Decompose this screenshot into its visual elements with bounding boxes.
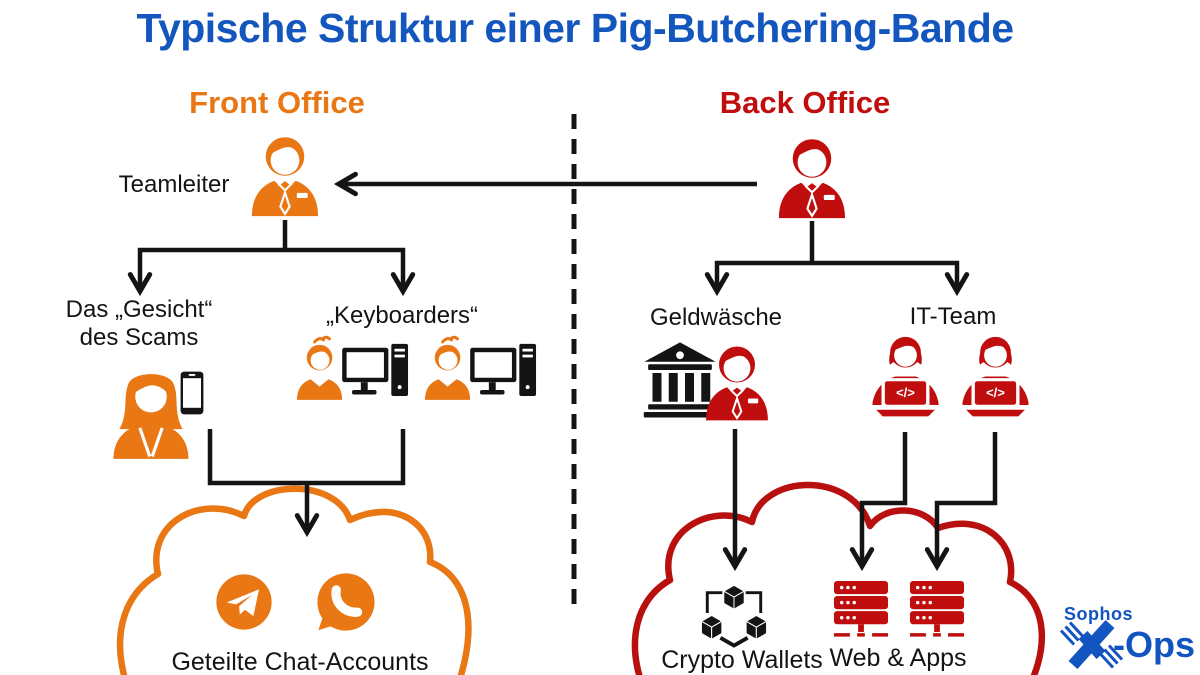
it-team-label: IT-Team xyxy=(909,303,997,330)
keyboarder-workstation-icon xyxy=(295,335,410,402)
teamleiter-label: Teamleiter xyxy=(118,171,230,198)
front-office-heading: Front Office xyxy=(189,85,365,120)
code-glyph: </> xyxy=(986,385,1005,400)
crypto-wallets-label: Crypto Wallets xyxy=(661,646,823,674)
telegram-icon xyxy=(216,574,272,630)
scam-face-label: Das „Gesicht“ des Scams xyxy=(66,296,213,353)
sophos-xops-logo: Sophos -Ops xyxy=(1059,604,1195,670)
keyboarders-label: „Keyboarders“ xyxy=(325,302,479,329)
chat-accounts-label: Geteilte Chat-Accounts xyxy=(171,648,429,675)
x-glyph xyxy=(1059,619,1124,670)
ops-text: -Ops xyxy=(1113,624,1195,665)
whatsapp-icon xyxy=(317,573,374,630)
sophos-brand-text: Sophos xyxy=(1064,604,1133,624)
keyboarder-workstation-icon xyxy=(423,335,538,402)
bank-icon xyxy=(643,342,717,418)
page-title: Typische Struktur einer Pig-Butchering-B… xyxy=(136,5,1014,51)
code-glyph: </> xyxy=(896,385,915,400)
arrow-it2-to-server xyxy=(924,432,998,572)
boss-businessman-icon xyxy=(777,138,847,220)
scam-face-woman-icon xyxy=(111,372,191,461)
chat-accounts-cloud xyxy=(116,485,472,675)
developer-laptop-icon xyxy=(962,336,1029,417)
back-office-heading: Back Office xyxy=(719,85,891,120)
geldwaesche-label: Geldwäsche xyxy=(649,304,783,331)
scam-face-label-line1: Das „Gesicht“ xyxy=(65,296,213,323)
money-launderer-businessman-icon xyxy=(705,345,769,422)
developer-laptop-icon xyxy=(872,336,939,417)
arrow-it1-to-server xyxy=(849,432,908,572)
smartphone-icon xyxy=(180,371,204,415)
teamleiter-businessman-icon xyxy=(250,136,320,218)
scam-face-label-line2: des Scams xyxy=(79,324,199,352)
web-apps-label: Web & Apps xyxy=(829,644,967,672)
